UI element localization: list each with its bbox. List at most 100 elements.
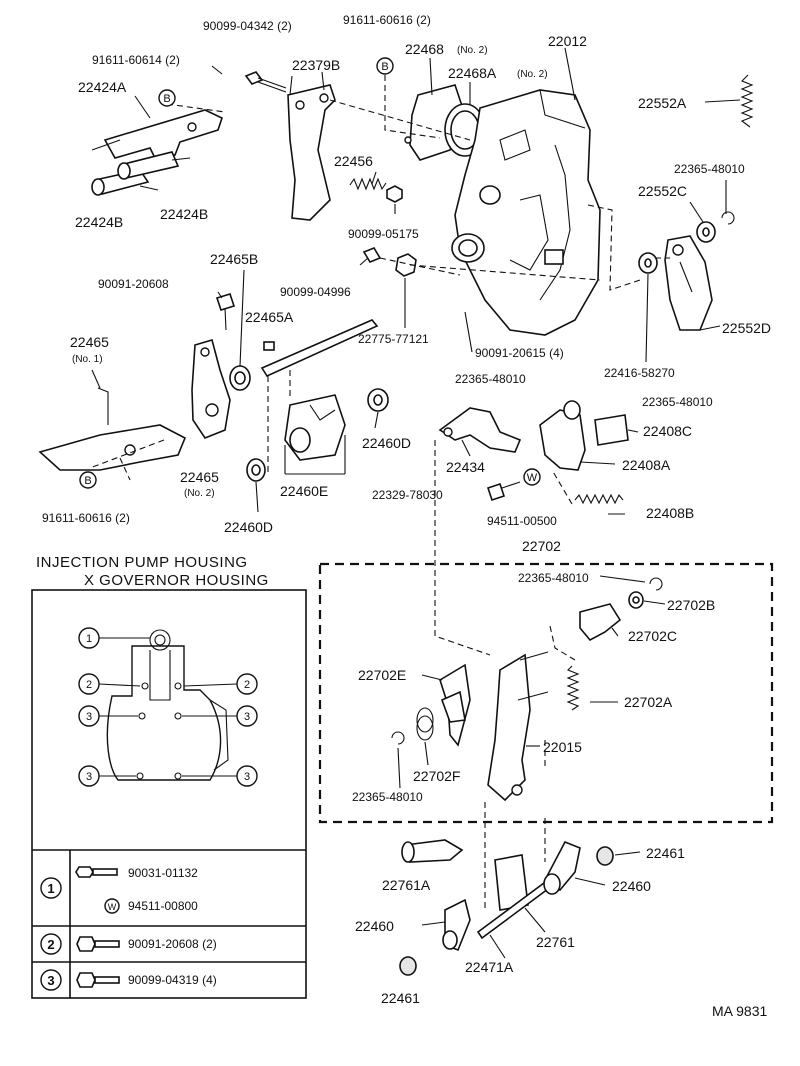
label-22329-78030: 22329-78030 bbox=[372, 488, 443, 502]
inset-circle-label: 1 bbox=[86, 633, 92, 645]
label-22434: 22434 bbox=[446, 459, 485, 475]
plug-22461-right bbox=[596, 846, 614, 866]
lever-22552d bbox=[664, 235, 713, 331]
label-22468: 22468 bbox=[405, 41, 444, 57]
washer-22552c bbox=[696, 211, 735, 243]
label-22775-77121: 22775-77121 bbox=[358, 332, 429, 346]
clip-22365-48010-d bbox=[649, 577, 663, 591]
label-22416-58270: 22416-58270 bbox=[604, 366, 675, 380]
inset-callout-2-right: 2 bbox=[183, 673, 258, 695]
label-22468a-note: (No. 2) bbox=[517, 69, 548, 80]
washer-22416-58270 bbox=[638, 252, 658, 274]
label-22702e: 22702E bbox=[358, 667, 406, 683]
label-22365-48010-e: 22365-48010 bbox=[352, 790, 423, 804]
legend-row-3: 3 90099-04319 (4) bbox=[40, 969, 217, 991]
plug-22461-bottom bbox=[399, 956, 417, 976]
lever-22460-right bbox=[543, 840, 581, 895]
label-22468a: 22468A bbox=[448, 65, 497, 81]
shaft-22465b bbox=[260, 319, 379, 378]
label-22424a: 22424A bbox=[78, 79, 127, 95]
inset-circle-label: 3 bbox=[86, 771, 92, 783]
legend-num: 2 bbox=[47, 937, 54, 952]
w-marker-label: W bbox=[527, 472, 538, 484]
dashed-assembly-lines bbox=[89, 75, 670, 910]
label-22408b: 22408B bbox=[646, 505, 694, 521]
label-22379b: 22379B bbox=[292, 57, 340, 73]
b-marker-label: B bbox=[84, 475, 91, 487]
drawing-code: MA 9831 bbox=[712, 1003, 767, 1019]
label-22465-no1: 22465 bbox=[70, 334, 109, 350]
label-91611-60616-top: 91611-60616 (2) bbox=[343, 13, 431, 27]
inset-callout-1: 1 bbox=[78, 627, 150, 649]
label-22460d-right: 22460D bbox=[362, 435, 411, 451]
label-22702: 22702 bbox=[522, 538, 561, 554]
b-marker-top-left: B bbox=[158, 89, 176, 107]
inset-title-line1: INJECTION PUMP HOUSING bbox=[36, 554, 248, 571]
label-22365-48010-a: 22365-48010 bbox=[674, 162, 745, 176]
label-22468-note: (No. 2) bbox=[457, 45, 488, 56]
label-90091-20608: 90091-20608 bbox=[98, 277, 169, 291]
inset-callout-3-lower-left: 3 bbox=[78, 765, 136, 787]
label-22465-no2-note: (No. 2) bbox=[184, 488, 215, 499]
pin-22761a bbox=[401, 839, 464, 863]
roller-22424b bbox=[91, 151, 191, 196]
label-22015: 22015 bbox=[543, 739, 582, 755]
housing-outline bbox=[106, 629, 229, 781]
lever-22424a bbox=[91, 109, 223, 159]
bracket-22379b bbox=[287, 84, 336, 221]
label-22408a: 22408A bbox=[622, 457, 671, 473]
nut-22775-77121 bbox=[395, 253, 417, 277]
label-22461-bottom: 22461 bbox=[381, 990, 420, 1006]
spring-22552a bbox=[740, 74, 754, 128]
inset-circle-label: 2 bbox=[86, 679, 92, 691]
label-91611-60614: 91611-60614 (2) bbox=[92, 53, 180, 67]
lever-22015 bbox=[487, 651, 549, 802]
label-22460d-bottom: 22460D bbox=[224, 519, 273, 535]
clip-22365-48010-e bbox=[391, 731, 405, 745]
label-22552a: 22552A bbox=[638, 95, 687, 111]
spring-22456 bbox=[349, 177, 387, 191]
label-22465-no2: 22465 bbox=[180, 469, 219, 485]
bolt-22329-78030 bbox=[486, 481, 521, 502]
inset-housing-panel: INJECTION PUMP HOUSING X GOVERNOR HOUSIN… bbox=[31, 554, 307, 999]
label-22424b-right: 22424B bbox=[160, 206, 208, 222]
label-90099-04996: 90099-04996 bbox=[280, 285, 351, 299]
lever-22434 bbox=[438, 407, 522, 453]
label-22702c: 22702C bbox=[628, 628, 677, 644]
legend-part-1a: 90031-01132 bbox=[128, 866, 198, 880]
legend-num: 3 bbox=[47, 973, 54, 988]
label-22702b: 22702B bbox=[667, 597, 715, 613]
inset-title-line2: X GOVERNOR HOUSING bbox=[84, 572, 269, 589]
lever-22465-no1 bbox=[38, 387, 187, 471]
legend-part-2: 90091-20608 (2) bbox=[128, 937, 217, 951]
label-22461-right: 22461 bbox=[646, 845, 685, 861]
lever-22460-left bbox=[442, 898, 471, 952]
legend-row-1: 1 90031-01132 W 94511-00800 bbox=[40, 866, 198, 914]
label-22465-no1-note: (No. 1) bbox=[72, 354, 103, 365]
inset-callout-3-upper-left: 3 bbox=[78, 705, 138, 727]
bolt-90099-04342 bbox=[244, 71, 287, 93]
inset-circle-label: 3 bbox=[244, 771, 250, 783]
label-22365-48010-d: 22365-48010 bbox=[518, 571, 589, 585]
svg-text:W: W bbox=[108, 902, 117, 912]
label-22424b-left: 22424B bbox=[75, 214, 123, 230]
bolt-icon bbox=[75, 866, 118, 878]
inset-callout-2-left: 2 bbox=[78, 673, 141, 695]
inset-circle-label: 2 bbox=[244, 679, 250, 691]
legend-part-1b: 94511-00800 bbox=[128, 899, 198, 913]
w-marker-washer: W bbox=[523, 468, 541, 486]
label-22702a: 22702A bbox=[624, 694, 673, 710]
inset-callout-3-upper-right: 3 bbox=[182, 705, 258, 727]
label-22552c: 22552C bbox=[638, 183, 687, 199]
label-22702f: 22702F bbox=[413, 768, 460, 784]
label-22365-48010-c: 22365-48010 bbox=[642, 395, 713, 409]
label-22465b: 22465B bbox=[210, 251, 258, 267]
inset-circle-label: 3 bbox=[244, 711, 250, 723]
label-91611-60616-bottom: 91611-60616 (2) bbox=[42, 511, 130, 525]
leader-lines bbox=[91, 47, 741, 959]
bearing-22465b bbox=[229, 365, 251, 391]
washer-22460d-lower bbox=[246, 458, 266, 482]
spring-22702a bbox=[566, 665, 580, 711]
label-90091-20615: 90091-20615 (4) bbox=[475, 346, 564, 360]
